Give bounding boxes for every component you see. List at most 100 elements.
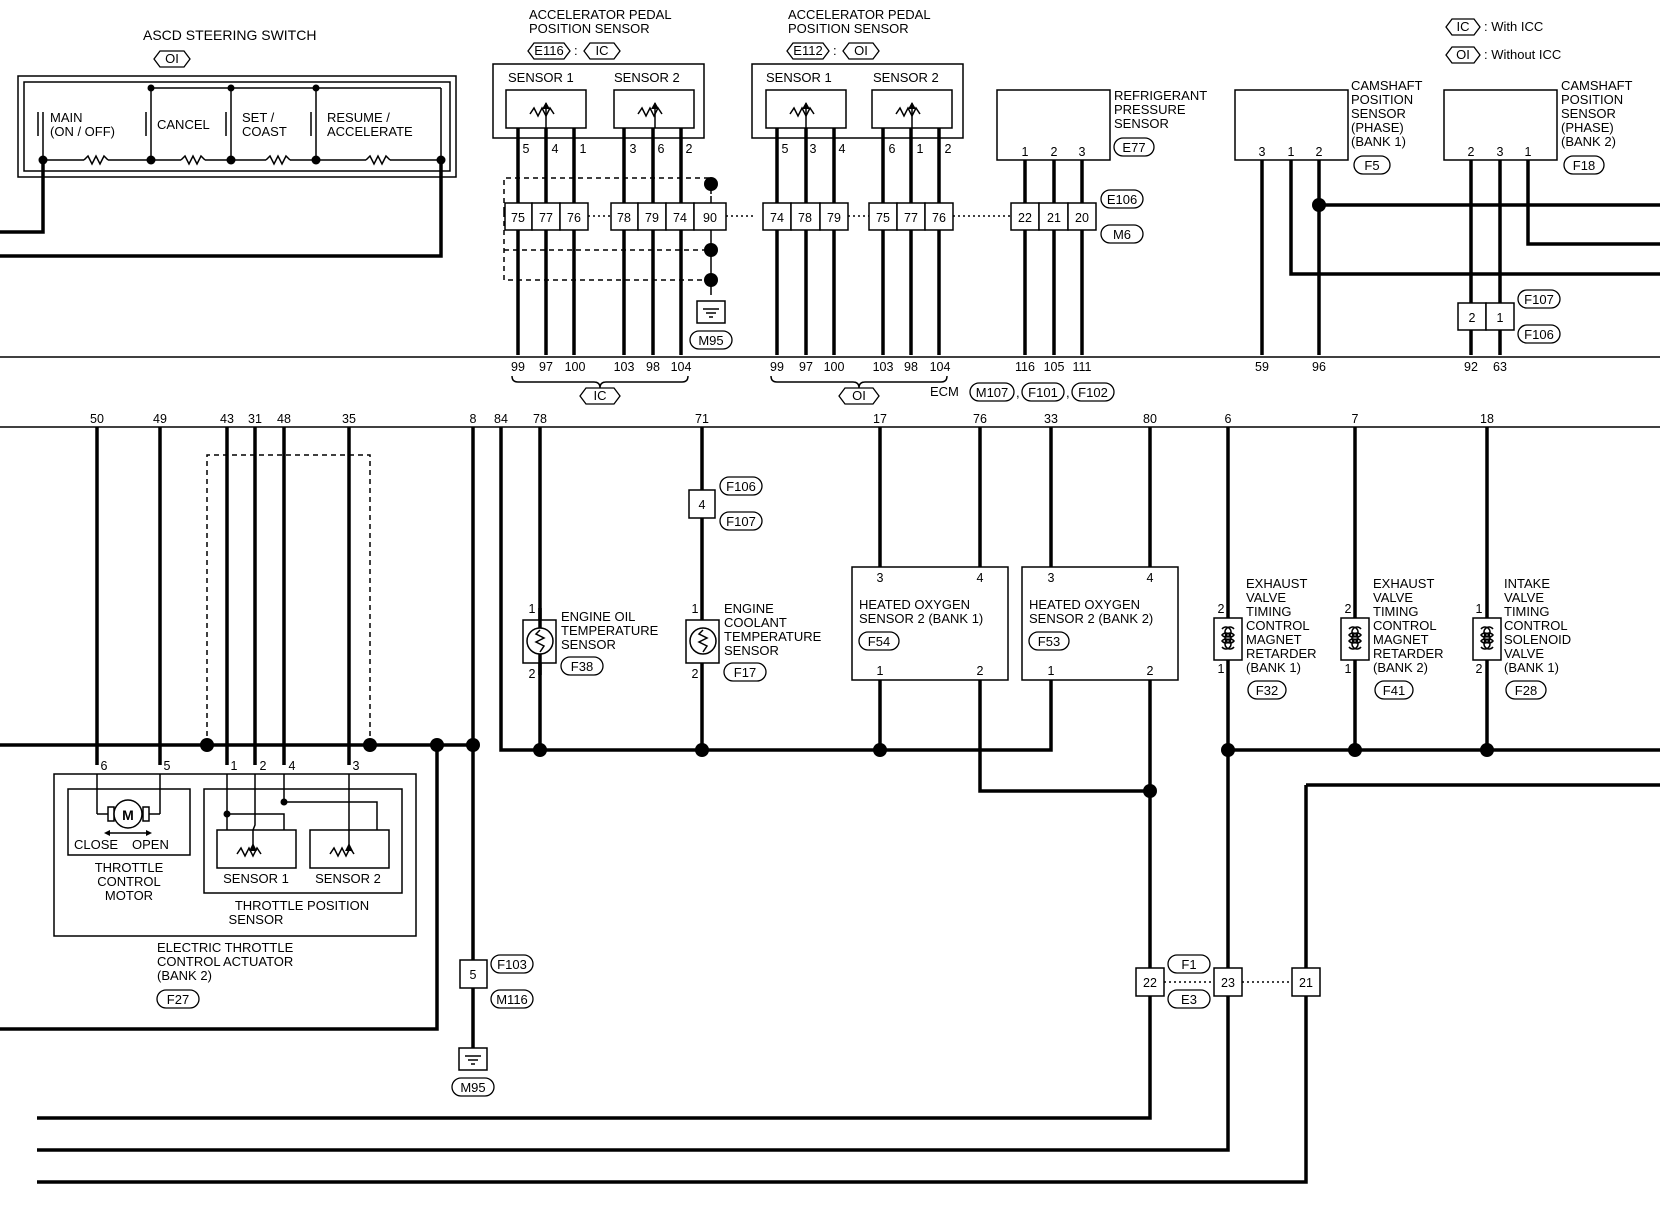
ecm-pin: 84 (494, 412, 508, 426)
ascd-node (227, 84, 235, 92)
wire (37, 996, 1230, 1152)
app2-term: 79 (827, 211, 841, 225)
ecm-pin: 99 (770, 360, 784, 374)
app2-tag-shape (842, 42, 880, 60)
ascd-wire (0, 160, 45, 234)
refrigerant-title-3: SENSOR (1114, 116, 1169, 131)
ivtc-title-4: CONTROL (1504, 618, 1568, 633)
ecm-label: ECM (930, 384, 959, 399)
ho2-1-box (851, 566, 1009, 681)
tps-resistor (236, 846, 262, 858)
app2-pin: 1 (917, 142, 924, 156)
ect-title-3: TEMPERATURE (724, 629, 822, 644)
thermistor-icon (689, 627, 717, 655)
joint-conn-b-shape (1167, 989, 1211, 1009)
motor-label-3: MOTOR (105, 888, 153, 903)
splice (363, 738, 377, 752)
app1-sensor2-label: SENSOR 2 (614, 70, 680, 85)
ivtc-connector-shape (1505, 680, 1547, 700)
cam1-splice (1312, 198, 1326, 212)
refrigerant-term: 20 (1075, 211, 1089, 225)
cam2-wire (1526, 160, 1660, 246)
tps-node (280, 798, 288, 806)
ecm-pin: 103 (614, 360, 635, 374)
ect-connector: F17 (734, 665, 756, 680)
cam2-conn-a: F107 (1524, 292, 1554, 307)
app1-term: 79 (645, 211, 659, 225)
ecm-pin: 104 (671, 360, 692, 374)
ground-conn-a-shape (490, 954, 534, 974)
evtc2-title-4: CONTROL (1373, 618, 1437, 633)
ecm-pin: 6 (1225, 412, 1232, 426)
legend-oi-text: : Without ICC (1484, 47, 1561, 62)
cam1-pin: 2 (1316, 145, 1323, 159)
ecm-pin: 76 (973, 412, 987, 426)
app-sensor-e116: ACCELERATOR PEDAL POSITION SENSOR E116 :… (492, 7, 733, 355)
actuator-label: ELECTRIC THROTTLE (157, 940, 294, 955)
app2-terminal-row (762, 202, 954, 231)
app1-pin: 4 (552, 142, 559, 156)
legend-oi-tag-shape (1445, 46, 1481, 64)
actuator-connector: F27 (167, 992, 189, 1007)
evtc2-pin: 2 (1345, 602, 1352, 616)
app1-pin: 6 (658, 142, 665, 156)
ecm-pin: 35 (342, 412, 356, 426)
heated-oxygen-sensor-bank2: 3 4 1 2 HEATED OXYGEN SENSOR 2 (BANK 2) … (1021, 566, 1179, 681)
ascd-coast-label: COAST (242, 124, 287, 139)
ivtc-title: INTAKE (1504, 576, 1550, 591)
motor-icon (113, 799, 143, 829)
refrigerant-term: 22 (1018, 211, 1032, 225)
throttle-pin: 4 (289, 759, 296, 773)
refrigerant-terminal-row (1010, 202, 1097, 231)
app2-tag: OI (854, 43, 868, 58)
refrigerant-pin: 1 (1022, 145, 1029, 159)
wire (37, 996, 1308, 1184)
cam2-title-2: POSITION (1561, 92, 1623, 107)
tps-wire (283, 774, 378, 830)
motor-label: THROTTLE (95, 860, 164, 875)
joint-connector-f1-e3: 22 23 21 F1 E3 (1135, 954, 1321, 1009)
ecm-pin: 96 (1312, 360, 1326, 374)
ecm-pin: 17 (873, 412, 887, 426)
app1-resistor (529, 106, 555, 118)
tps-wiper-arrow (345, 843, 353, 851)
app1-terminal-row (504, 202, 727, 231)
ecm-pin: 80 (1143, 412, 1157, 426)
motor-close-label: CLOSE (74, 837, 118, 852)
evtc1-title-3: TIMING (1246, 604, 1292, 619)
cam2-pin: 3 (1497, 145, 1504, 159)
evtc2-pin: 1 (1345, 662, 1352, 676)
tps-wire (252, 774, 256, 845)
evtc1-connector-shape (1247, 680, 1287, 700)
evtc2-title: EXHAUST (1373, 576, 1434, 591)
eot-connector-shape (560, 656, 604, 676)
cam2-term: 1 (1497, 311, 1504, 325)
ivtc-title-2: VALVE (1504, 590, 1544, 605)
wire (37, 996, 1152, 1120)
app1-box (492, 63, 705, 139)
app1-wiper-arrow (542, 102, 550, 109)
ascd-node (147, 84, 155, 92)
app1-ground-tag-shape (689, 330, 733, 350)
ecm-oi-tag: OI (852, 388, 866, 403)
ect-title: ENGINE (724, 601, 774, 616)
app1-title-2: POSITION SENSOR (529, 21, 650, 36)
ascd-node (226, 155, 236, 165)
ect-connector-shape (723, 662, 767, 682)
cam2-term: 2 (1469, 311, 1476, 325)
camshaft-sensor-bank2: CAMSHAFT POSITION SENSOR (PHASE) (BANK 2… (1443, 78, 1660, 355)
ground-icon (458, 1047, 488, 1071)
app1-tag: IC (596, 43, 609, 58)
ecm-pin: 7 (1352, 412, 1359, 426)
ecm-oi-tag-shape (838, 387, 880, 405)
motor-brush (107, 806, 115, 822)
evtc2-title-6: RETARDER (1373, 646, 1444, 661)
lower-ground: 5 F103 M116 M95 (451, 954, 534, 1097)
throttle-motor-box (67, 788, 191, 856)
cam1-pin: 3 (1259, 145, 1266, 159)
eot-pin: 2 (529, 667, 536, 681)
ecm-pin: 98 (904, 360, 918, 374)
camshaft-sensor-bank1: CAMSHAFT POSITION SENSOR (PHASE) (BANK 1… (1234, 78, 1660, 355)
joint-71-conn-b-shape (719, 511, 763, 531)
app1-pin: 3 (630, 142, 637, 156)
